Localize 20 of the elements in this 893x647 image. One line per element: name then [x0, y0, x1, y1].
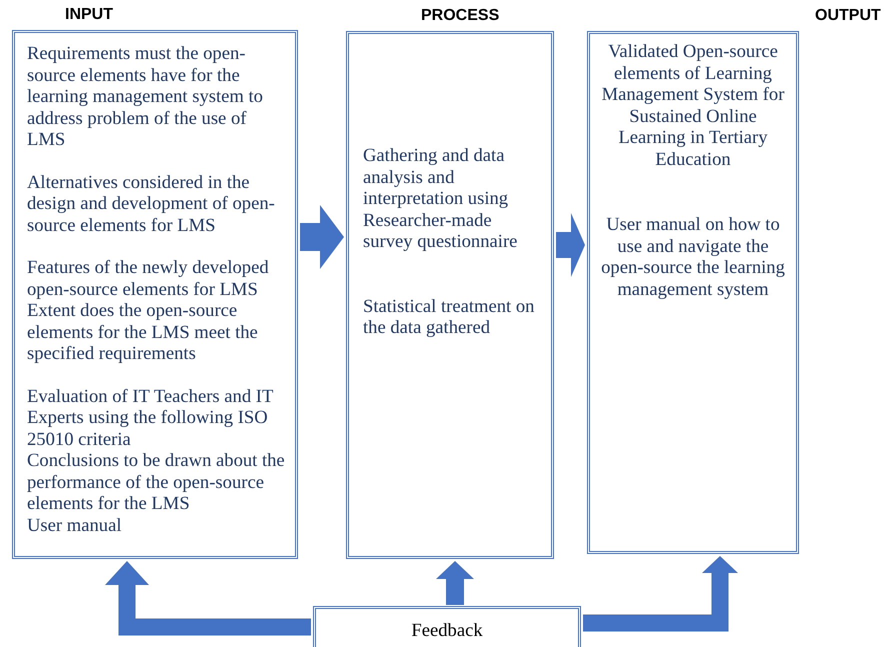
box-text: Statistical treatment on the data gathered: [363, 296, 536, 338]
box-text: Requirements must the open-source elements have for the learning management system to address problem of the use of LMS: [27, 43, 264, 150]
feedback-label: Feedback: [410, 620, 484, 642]
box-text: Alternatives considered in the design and development of open-source elements for LMS: [27, 172, 276, 236]
block-arrow: [583, 556, 738, 632]
box-text: Extent does the open-source elements for the LMS meet the specified requirements: [27, 300, 259, 364]
block-arrow: [556, 213, 585, 277]
block-arrow: [105, 561, 311, 636]
column-heading: OUTPUT: [815, 7, 881, 25]
box-text: Evaluation of IT Teachers and IT Experts using the following ISO 25010 criteria: [27, 386, 274, 450]
box-text: User manual: [27, 514, 122, 536]
box-text: User manual on how to use and navigate the open-source the learning management system: [600, 214, 786, 300]
block-arrow: [436, 561, 474, 605]
column-heading: PROCESS: [421, 7, 500, 25]
box-text: Validated Open-source elements of Learning Management System for Sustained Online Learning in Tertiary Education: [600, 41, 786, 170]
box-text: Gathering and data analysis and interpretation using Researcher-made survey questionnaire: [363, 145, 518, 252]
box-text: Features of the newly developed open-source elements for LMS: [27, 257, 270, 300]
box-text: Conclusions to be drawn about the performance of the open-source elements for the LMS: [27, 450, 286, 514]
column-heading: INPUT: [65, 6, 113, 24]
block-arrow: [300, 205, 344, 269]
